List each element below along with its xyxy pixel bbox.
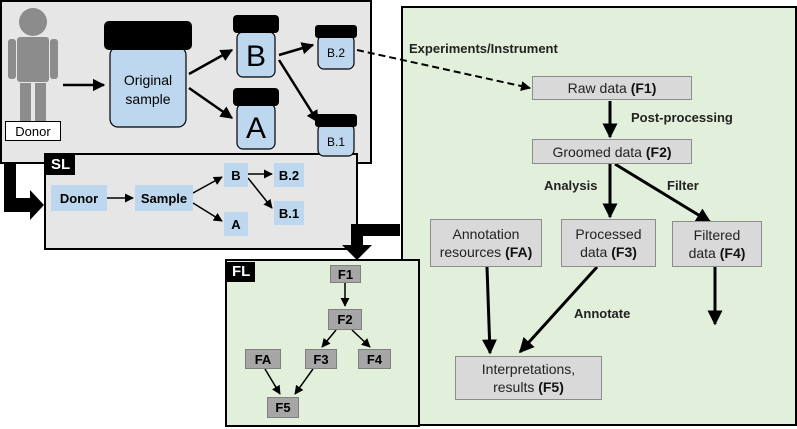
original-sample-line2: sample xyxy=(125,91,171,107)
jar-b1-icon xyxy=(315,114,357,157)
annotation-line2: resources xyxy=(439,244,506,260)
processed-line2-wrap: data (F3) xyxy=(580,243,637,261)
sl-node-donor: Donor xyxy=(51,185,107,211)
interpretations-line1: Interpretations, xyxy=(481,361,576,377)
person-icon xyxy=(8,8,58,121)
filtered-code: (F4) xyxy=(719,245,746,261)
filtered-line1: Filtered xyxy=(693,227,741,243)
original-sample-label: Original sample xyxy=(110,70,186,110)
block-arrow-to-sl xyxy=(4,164,44,220)
sl-node-a: A xyxy=(224,212,248,236)
jar-b2-label: B.2 xyxy=(326,46,345,60)
annotate-label: Annotate xyxy=(574,306,631,321)
filter-label: Filter xyxy=(667,178,699,193)
jar-a-label: A xyxy=(245,112,266,145)
jar-original-icon xyxy=(104,21,192,128)
processed-data-box: Processed data (F3) xyxy=(561,219,656,267)
donor-label: Donor xyxy=(5,121,61,141)
processed-code: (F3) xyxy=(611,244,637,260)
raw-data-code: (F1) xyxy=(630,80,657,96)
fl-node-fa: FA xyxy=(245,349,281,369)
groomed-data-code: (F2) xyxy=(645,143,672,160)
sl-tag: SL xyxy=(46,155,76,175)
interpretations-box: Interpretations, results (F5) xyxy=(455,356,602,400)
interpretations-line2: results xyxy=(493,379,539,395)
original-sample-line1: Original xyxy=(123,72,173,88)
processed-line2: data xyxy=(580,244,612,260)
filtered-line2: data xyxy=(688,245,720,261)
fl-node-f5: F5 xyxy=(267,397,299,418)
interpretations-code: (F5) xyxy=(538,379,564,395)
analysis-label: Analysis xyxy=(544,178,598,193)
groomed-data-text: Groomed data xyxy=(552,143,642,160)
sl-node-b2: B.2 xyxy=(274,163,304,187)
jar-b1-label: B.1 xyxy=(326,135,345,149)
fl-node-f4: F4 xyxy=(358,349,391,369)
sl-node-b: B xyxy=(224,163,248,187)
annotation-resources-box: Annotation resources (FA) xyxy=(430,219,542,267)
annotation-line2-wrap: resources (FA) xyxy=(440,243,533,261)
sl-node-sample: Sample xyxy=(135,185,193,211)
filtered-line2-wrap: data (F4) xyxy=(689,244,746,262)
filtered-data-box: Filtered data (F4) xyxy=(672,221,762,267)
fl-node-f2: F2 xyxy=(328,309,362,330)
jar-b-label: B xyxy=(245,40,266,73)
experiments-label: Experiments/Instrument xyxy=(409,41,558,56)
groomed-data-box: Groomed data (F2) xyxy=(532,139,692,164)
annotation-line1: Annotation xyxy=(452,226,520,242)
processed-line1: Processed xyxy=(575,226,642,242)
jar-b-icon xyxy=(233,15,279,78)
jar-b2-icon xyxy=(315,25,357,70)
block-arrow-to-fl xyxy=(342,224,400,260)
interpretations-line2-wrap: results (F5) xyxy=(493,378,564,396)
fl-node-f3: F3 xyxy=(305,349,337,369)
raw-data-box: Raw data (F1) xyxy=(532,76,692,100)
annotation-code: (FA) xyxy=(505,244,533,260)
fl-tag: FL xyxy=(227,262,256,282)
raw-data-text: Raw data xyxy=(567,80,627,96)
sl-node-b1: B.1 xyxy=(274,201,304,225)
jar-a-icon xyxy=(233,88,279,150)
fl-node-f1: F1 xyxy=(330,265,361,283)
post-processing-label: Post-processing xyxy=(631,110,733,125)
